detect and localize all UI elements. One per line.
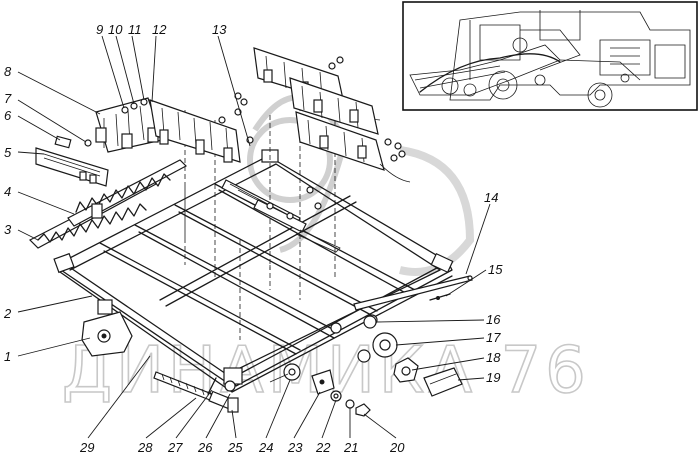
lower-parts	[81, 299, 371, 417]
callout-20: 20	[389, 440, 405, 455]
guide-segments	[149, 47, 411, 210]
callout-12: 12	[152, 22, 167, 37]
callout-10: 10	[108, 22, 123, 37]
callout-26: 26	[197, 440, 213, 455]
callout-11: 11	[128, 22, 142, 37]
callout-28: 28	[137, 440, 153, 455]
callout-27: 27	[167, 440, 183, 455]
callout-23: 23	[287, 440, 303, 455]
callout-19: 19	[486, 370, 500, 385]
callout-13: 13	[212, 22, 227, 37]
callout-labels: 1 2 3 4 5 6 7 8 9 10 11 12 13 14 15 16 1…	[3, 22, 503, 455]
callout-1: 1	[4, 349, 11, 364]
callout-21: 21	[343, 440, 358, 455]
watermark: ДИНАМИКА 76	[61, 94, 590, 409]
callout-7: 7	[4, 91, 12, 106]
callout-18: 18	[486, 350, 501, 365]
inset-combine-overview	[402, 1, 698, 111]
callout-17: 17	[486, 330, 501, 345]
callout-24: 24	[258, 440, 273, 455]
callout-4: 4	[4, 184, 11, 199]
callout-3: 3	[4, 222, 12, 237]
header-frame	[53, 90, 454, 393]
callout-8: 8	[4, 64, 12, 79]
callout-9: 9	[96, 22, 103, 37]
watermark-text: ДИНАМИКА 76	[62, 334, 590, 408]
callout-25: 25	[227, 440, 243, 455]
callout-5: 5	[4, 145, 12, 160]
callout-14: 14	[484, 190, 498, 205]
callout-2: 2	[3, 306, 12, 321]
callout-6: 6	[4, 108, 12, 123]
callout-16: 16	[486, 312, 501, 327]
callout-15: 15	[488, 262, 503, 277]
callout-29: 29	[79, 440, 94, 455]
callout-22: 22	[315, 440, 331, 455]
leader-lines	[17, 35, 491, 439]
cutter-bar-parts	[28, 97, 187, 249]
drive-parts	[353, 275, 473, 397]
